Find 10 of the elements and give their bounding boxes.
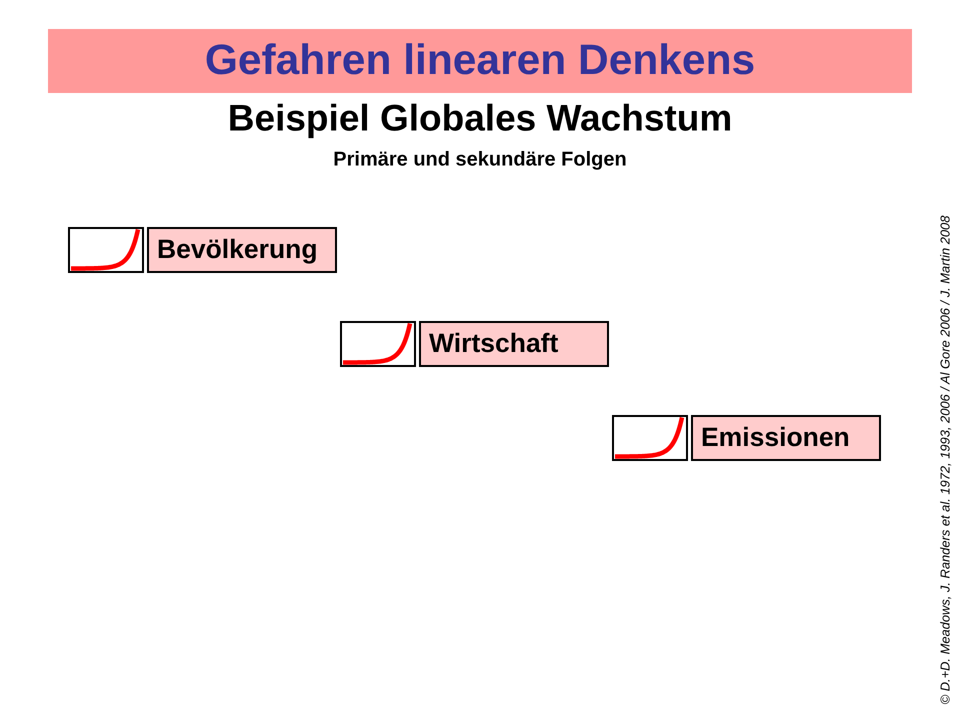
box-label: Emissionen — [701, 423, 850, 453]
label-box — [147, 227, 337, 273]
title: Gefahren linearen Denkens — [204, 38, 756, 84]
label-box — [419, 321, 609, 367]
copyright-note: © D.+D. Meadows, J. Randers et al. 1972, 1993, 2006 / Al Gore 2006 / J. Martin 2008 — [938, 216, 954, 704]
box-label: Bevölkerung — [157, 235, 318, 265]
subtitle: Beispiel Globales Wachstum — [228, 98, 732, 140]
box-label: Wirtschaft — [429, 329, 558, 359]
subheading: Primäre und sekundäre Folgen — [333, 148, 627, 172]
label-box — [691, 415, 881, 461]
